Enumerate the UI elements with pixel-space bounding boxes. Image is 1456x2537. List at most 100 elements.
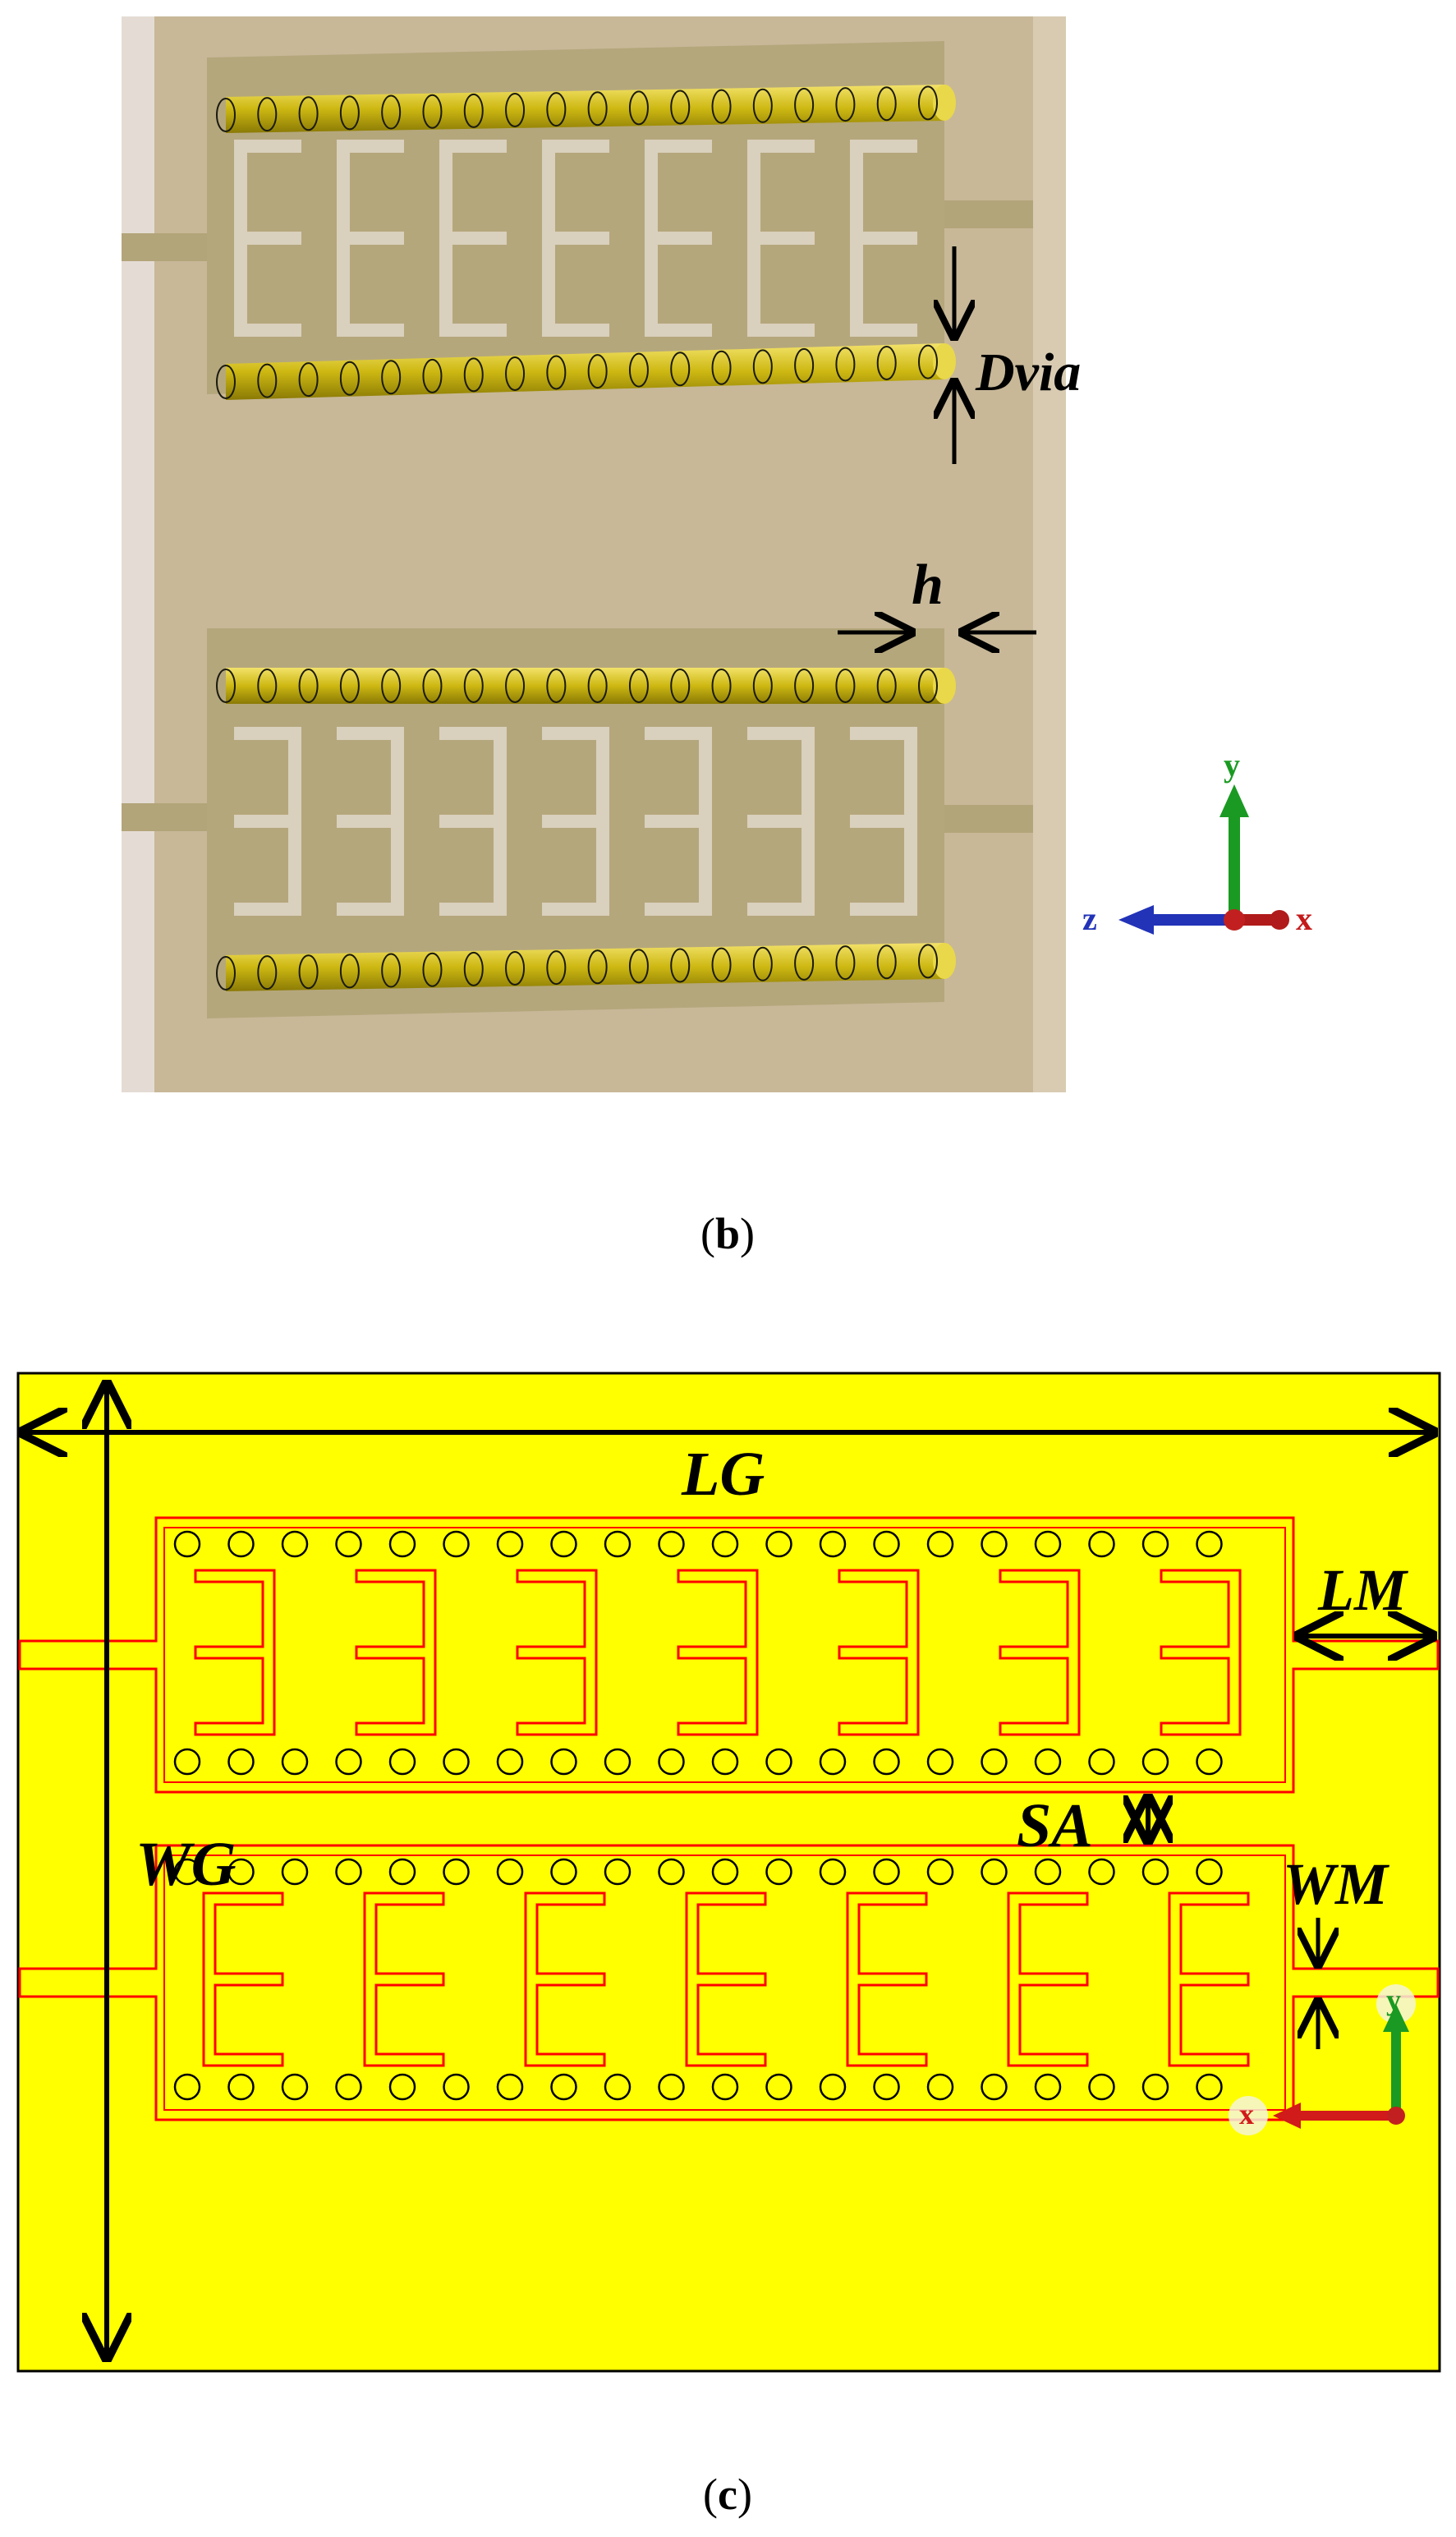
via-hole: [227, 2073, 255, 2101]
panel-c-caption-letter: c: [718, 2470, 737, 2519]
via-ring: [628, 90, 649, 126]
via-ring: [298, 96, 319, 131]
microstrip-outline: [18, 1844, 1440, 2121]
via-hole: [1141, 1858, 1169, 1886]
panel-b-upper-structure: [122, 41, 1033, 400]
via-hole: [926, 1748, 954, 1776]
mirrored-e-slot: [542, 727, 609, 916]
via-hole: [496, 1858, 524, 1886]
via-ring: [711, 350, 732, 385]
via-ring: [257, 363, 278, 398]
via-hole: [335, 1530, 362, 1558]
via-ring: [835, 347, 856, 382]
via-ring: [587, 91, 608, 126]
via-ring: [670, 352, 691, 387]
via-hole: [173, 1858, 201, 1886]
via-hole: [227, 1858, 255, 1886]
via-hole: [765, 1858, 792, 1886]
via-hole: [604, 1748, 632, 1776]
via-hole: [604, 1858, 632, 1886]
via-hole: [335, 1858, 362, 1886]
via-hole: [173, 1530, 201, 1558]
mirrored-e-slot: [439, 727, 507, 916]
via-ring: [752, 946, 773, 981]
mirrored-e-slot-outline: [1160, 1569, 1242, 1736]
via-hole: [443, 1748, 470, 1776]
via-hole: [1141, 2073, 1169, 2101]
via-hole: [173, 1748, 201, 1776]
microstrip-outline: [18, 1516, 1440, 1794]
panel-c-axis-triad: y x: [1229, 1983, 1416, 2135]
via-ring: [339, 669, 360, 703]
via-hole: [926, 2073, 954, 2101]
e-slot: [439, 140, 507, 337]
mirrored-e-slot: [234, 727, 301, 916]
via-hole: [765, 1530, 792, 1558]
via-hole: [1034, 1858, 1062, 1886]
via-hole: [981, 1858, 1008, 1886]
via-ring: [422, 952, 443, 987]
via-ring: [381, 953, 402, 988]
via-hole: [173, 2073, 201, 2101]
via-ring: [257, 97, 278, 132]
via-row-body: [226, 343, 944, 400]
via-hole: [335, 2073, 362, 2101]
x-axis-label: x: [1296, 900, 1312, 937]
via-ring: [505, 669, 526, 703]
via-ring: [628, 949, 649, 984]
via-hole: [658, 1748, 685, 1776]
lg-dimension: LG: [23, 1432, 1433, 1509]
via-ring: [711, 669, 732, 703]
via-ring: [835, 945, 856, 981]
via-ring: [918, 85, 938, 121]
via-ring: [752, 88, 773, 123]
via-ring: [876, 944, 897, 980]
via-ring: [711, 89, 732, 124]
via-hole: [819, 1530, 847, 1558]
via-hole: [711, 1530, 739, 1558]
e-slot-outline: [1168, 1891, 1250, 2067]
via-ring: [381, 669, 402, 703]
wg-dimension: WG: [107, 1385, 237, 2357]
via-hole: [388, 1748, 416, 1776]
via-hole: [765, 1748, 792, 1776]
siw-inner-outline: [163, 1854, 1286, 2111]
via-hole: [1196, 1858, 1223, 1886]
via-hole: [1034, 1530, 1062, 1558]
lm-dimension: LM: [1299, 1557, 1432, 1636]
mirrored-e-slot: [337, 727, 404, 916]
via-hole: [1034, 2073, 1062, 2101]
via-hole: [658, 1858, 685, 1886]
via-hole: [496, 1530, 524, 1558]
via-hole: [819, 1858, 847, 1886]
e-slot-outline: [685, 1891, 767, 2067]
via-ring: [587, 669, 608, 703]
lg-label: LG: [681, 1440, 765, 1509]
via-hole: [658, 2073, 685, 2101]
via-hole: [227, 1530, 255, 1558]
via-ring: [546, 92, 567, 127]
via-ring: [216, 98, 236, 132]
h-dimension: h: [838, 554, 1036, 632]
panel-c-background: [16, 1372, 1441, 2373]
via-ring: [381, 360, 402, 395]
via-ring: [216, 365, 236, 399]
y-axis-arrowhead: [1219, 784, 1249, 817]
h-label: h: [912, 554, 944, 617]
via-hole: [819, 1748, 847, 1776]
via-ring: [505, 356, 526, 391]
via-hole: [1088, 1748, 1115, 1776]
y-axis-arrowhead: [1383, 2004, 1409, 2032]
siw-inner-outline: [163, 1527, 1286, 1783]
via-ring: [546, 355, 567, 390]
via-hole: [1088, 2073, 1115, 2101]
via-hole: [550, 1748, 577, 1776]
via-hole: [550, 1858, 577, 1886]
via-ring: [463, 93, 484, 128]
via-row-end: [933, 85, 956, 121]
wm-label: WM: [1283, 1851, 1390, 1917]
via-ring: [628, 352, 649, 388]
via-hole: [711, 2073, 739, 2101]
mirrored-e-slot: [645, 727, 712, 916]
panel-c: LG WG LM SA WM: [16, 1372, 1441, 2519]
